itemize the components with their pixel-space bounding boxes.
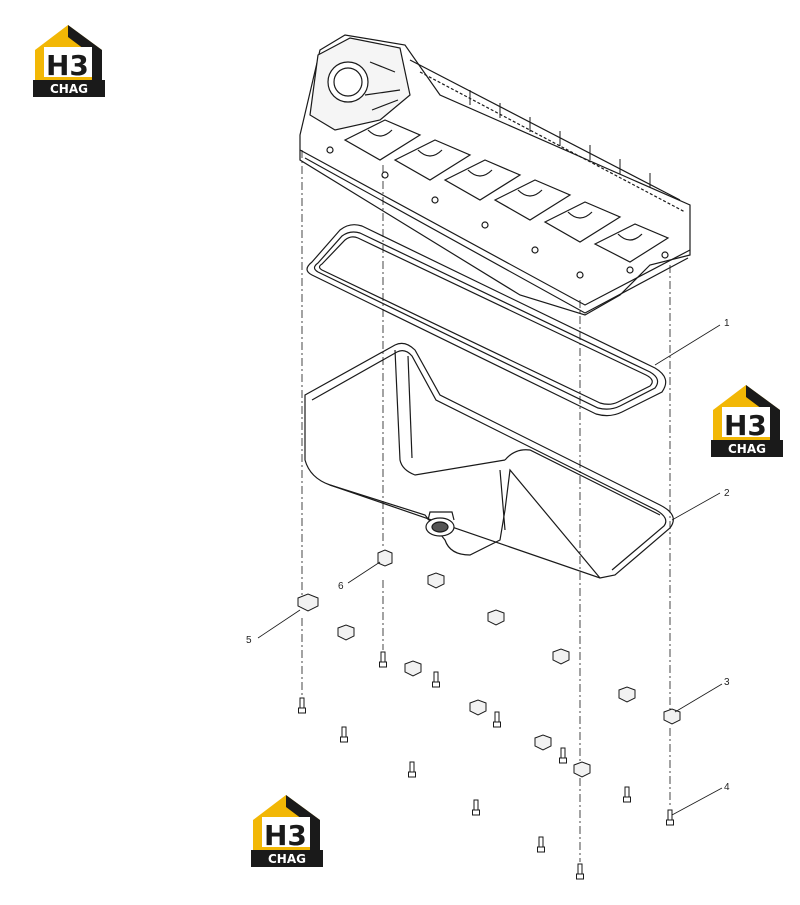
logo-top-left: H3 CHAG <box>33 25 105 97</box>
logo-mark: H3 <box>264 819 307 852</box>
logo-mark: H3 <box>46 49 89 82</box>
callout-2: 2 <box>724 488 730 499</box>
callout-3: 3 <box>724 677 730 688</box>
logo-mark: H3 <box>724 409 767 442</box>
logo-bottom: H3 CHAG <box>251 795 323 867</box>
engine-block <box>299 34 691 316</box>
logo-word: CHAG <box>50 82 88 96</box>
logo-right: H3 CHAG <box>711 385 783 457</box>
logo-word: CHAG <box>268 852 306 866</box>
callout-leaders <box>257 324 723 816</box>
callout-5: 5 <box>246 635 252 646</box>
callout-6: 6 <box>338 581 344 592</box>
callout-4: 4 <box>724 782 730 793</box>
spacer-brackets <box>297 549 681 778</box>
logo-word: CHAG <box>728 442 766 456</box>
oil-pan-gasket <box>306 224 667 417</box>
bolts <box>298 651 674 880</box>
oil-pan <box>304 342 674 579</box>
callout-1: 1 <box>724 318 730 329</box>
alignment-lines <box>301 150 671 862</box>
